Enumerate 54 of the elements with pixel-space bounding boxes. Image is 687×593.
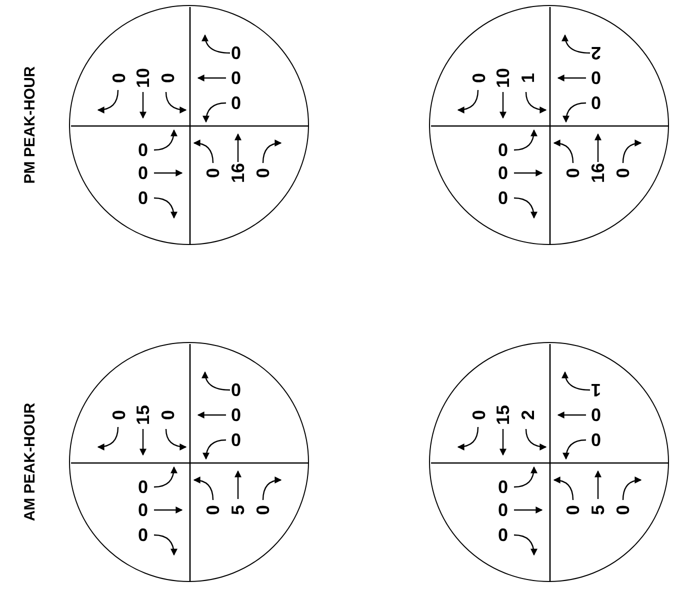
volume-count: 0 xyxy=(614,168,632,178)
volume-count: 0 xyxy=(138,189,148,207)
volume-count: 2 xyxy=(591,44,601,62)
volume-count: 0 xyxy=(564,168,582,178)
volume-count: 0 xyxy=(498,189,508,207)
volume-count: 0 xyxy=(110,73,128,83)
volume-count: 1 xyxy=(519,73,537,83)
intersection-circle xyxy=(429,5,669,245)
period-title: PM PEAK-HOUR xyxy=(22,66,38,184)
volume-count: 0 xyxy=(231,381,241,399)
volume-count: 0 xyxy=(138,141,148,159)
volume-count: 0 xyxy=(470,410,488,420)
volume-count: 5 xyxy=(229,505,247,515)
volume-count: 0 xyxy=(138,501,148,519)
volume-count: 0 xyxy=(614,505,632,515)
volume-count: 0 xyxy=(498,526,508,544)
volume-count: 0 xyxy=(498,501,508,519)
volume-count: 0 xyxy=(110,410,128,420)
intersection-circle xyxy=(429,342,669,582)
volume-count: 0 xyxy=(254,505,272,515)
volume-count: 0 xyxy=(591,69,601,87)
volume-count: 15 xyxy=(494,404,512,426)
volume-count: 0 xyxy=(498,141,508,159)
intersection-circle xyxy=(69,342,309,582)
volume-count: 0 xyxy=(498,478,508,496)
volume-count: 0 xyxy=(159,410,177,420)
volume-count: 0 xyxy=(138,164,148,182)
volume-count: 0 xyxy=(498,164,508,182)
volume-count: 0 xyxy=(231,94,241,112)
volume-count: 10 xyxy=(134,68,152,88)
period-title: AM PEAK-HOUR xyxy=(22,402,38,522)
volume-count: 2 xyxy=(519,410,537,420)
volume-count: 0 xyxy=(159,73,177,83)
volume-count: 16 xyxy=(229,162,247,184)
volume-count: 5 xyxy=(589,505,607,515)
volume-count: 0 xyxy=(204,505,222,515)
volume-count: 0 xyxy=(138,478,148,496)
volume-count: 0 xyxy=(591,406,601,424)
volume-count: 0 xyxy=(470,73,488,83)
volume-count: 0 xyxy=(231,406,241,424)
volume-count: 0 xyxy=(254,168,272,178)
volume-count: 0 xyxy=(231,69,241,87)
volume-count: 0 xyxy=(204,168,222,178)
volume-count: 10 xyxy=(494,68,512,88)
volume-count: 15 xyxy=(134,404,152,426)
volume-count: 0 xyxy=(591,431,601,449)
volume-count: 0 xyxy=(231,44,241,62)
volume-count: 1 xyxy=(591,381,601,399)
volume-count: 0 xyxy=(564,505,582,515)
volume-count: 16 xyxy=(589,162,607,184)
intersection-circle xyxy=(69,5,309,245)
volume-count: 0 xyxy=(138,526,148,544)
volume-count: 0 xyxy=(591,94,601,112)
volume-count: 0 xyxy=(231,431,241,449)
